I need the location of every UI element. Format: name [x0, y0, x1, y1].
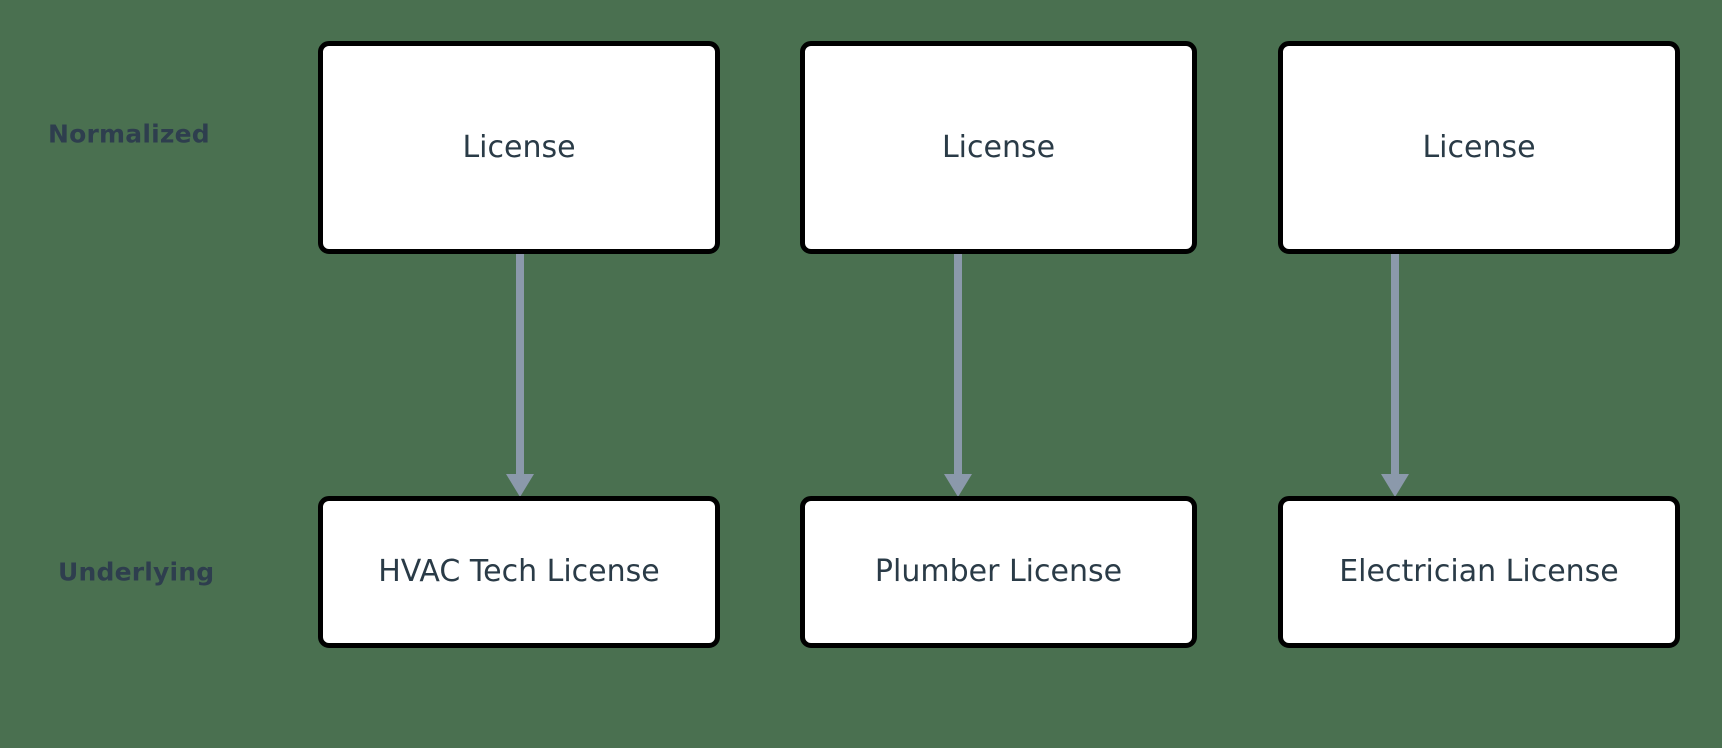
row-label-normalized: Normalized: [48, 119, 210, 149]
underlying-node-2[interactable]: Plumber License: [800, 496, 1197, 648]
underlying-node-3[interactable]: Electrician License: [1278, 496, 1680, 648]
arrow-down-icon-3: [1375, 252, 1415, 500]
normalized-node-1[interactable]: License: [318, 41, 720, 254]
arrow-down-icon-2: [938, 252, 978, 500]
underlying-node-1[interactable]: HVAC Tech License: [318, 496, 720, 648]
normalized-node-2[interactable]: License: [800, 41, 1197, 254]
normalized-node-3[interactable]: License: [1278, 41, 1680, 254]
row-label-underlying: Underlying: [58, 557, 215, 587]
arrow-down-icon-1: [500, 252, 540, 500]
